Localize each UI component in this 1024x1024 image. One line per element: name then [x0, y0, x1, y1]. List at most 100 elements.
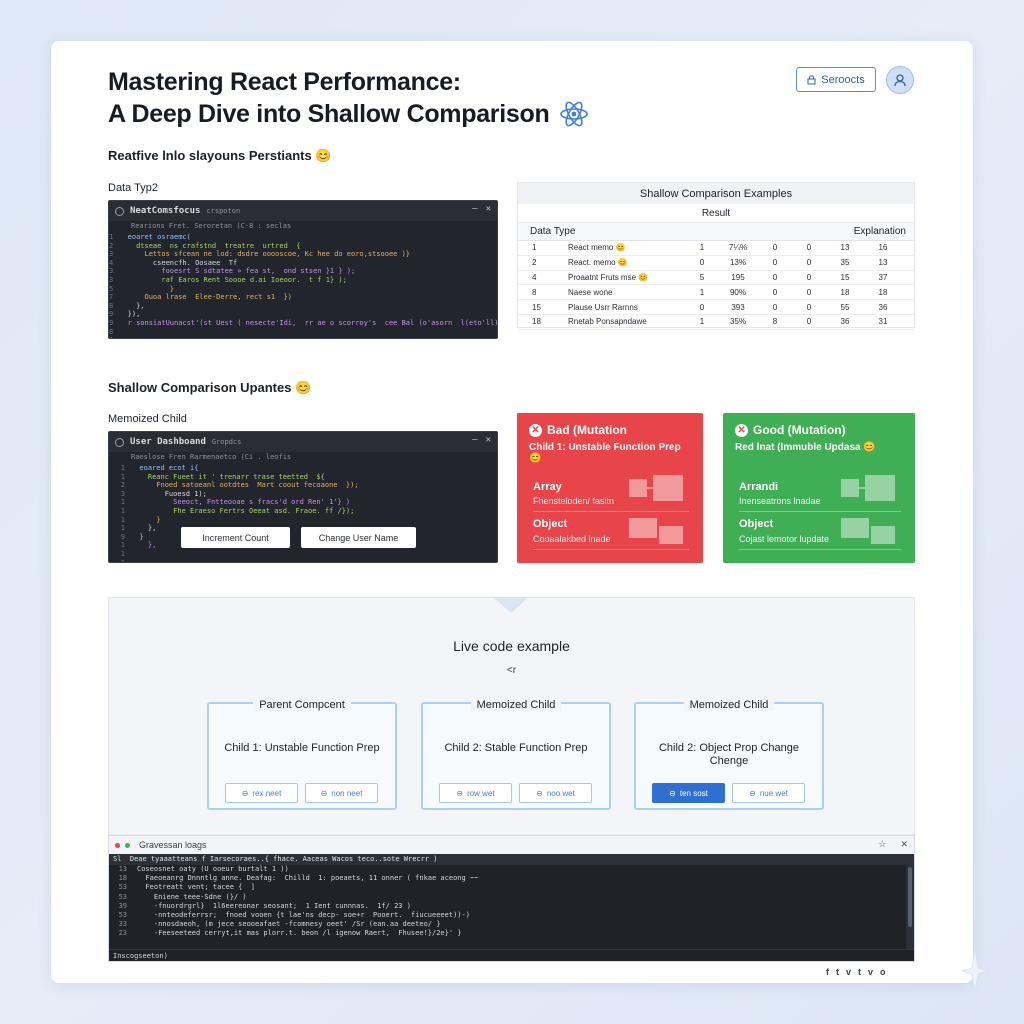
user-icon: [894, 74, 906, 87]
table-cell-c: 0: [772, 302, 778, 312]
window-dot-green[interactable]: [125, 842, 130, 848]
line-number: 9: [109, 310, 114, 319]
react-atom-icon: [560, 101, 589, 127]
line-number: 53: [118, 892, 127, 901]
table-cell-n: 1: [532, 243, 537, 253]
component-button[interactable]: ⊖rex neet: [225, 783, 298, 803]
table-cell-f: 16: [878, 243, 888, 253]
minimize-icon[interactable]: –: [472, 204, 478, 214]
console-command-bar: Sl Deae tyaaatteans f Iarsecoraes..{ fha…: [109, 854, 914, 865]
youtube-icon[interactable]: v: [868, 967, 874, 977]
table-cell-b: 195: [731, 272, 745, 282]
table-cell-a: 0: [699, 302, 705, 312]
code-line: Seeoct, Fntteooae s fracs'd ord Ren' 1'}…: [131, 498, 351, 507]
line-gutter: 1234335789981: [109, 231, 119, 338]
component-button[interactable]: ⊖ten sost: [652, 783, 725, 803]
bad-item-array-desc: Fhensteloden/ fasitn: [533, 496, 615, 506]
table-cell-n: 2: [532, 258, 537, 268]
user-avatar[interactable]: [886, 66, 914, 94]
object-illustration-icon: [841, 518, 895, 544]
close-icon[interactable]: ✕: [900, 839, 908, 849]
twitter-icon[interactable]: t: [836, 967, 839, 977]
section-title-1: Reatfive lnlo slayouns Perstiants 😊: [108, 148, 332, 163]
console-header: Gravessan loags ☆✕: [109, 836, 914, 854]
code-editor-1[interactable]: NeatComsfocus crspoton –✕ Rearions Fret.…: [108, 200, 498, 339]
youtube-icon[interactable]: v: [846, 967, 852, 977]
table-cell-d: 0: [806, 258, 812, 268]
table-cell-d: 0: [806, 287, 812, 297]
line-number: 53: [118, 911, 127, 920]
editor-title-hint: Gropdcs: [211, 438, 242, 446]
table-cell-d: 0: [806, 243, 812, 253]
code-line: }: [131, 532, 144, 541]
editor-header: NeatComsfocus crspoton –✕: [109, 201, 497, 221]
console-log-panel[interactable]: Gravessan loags ☆✕ Sl Deae tyaaatteans f…: [108, 835, 915, 962]
component-button-label: noo wet: [546, 788, 575, 798]
table-cell-b: 90%: [729, 287, 746, 297]
table-cell-a: 1: [699, 287, 705, 297]
error-x-icon: ✕: [529, 423, 542, 437]
line-number: 4: [109, 258, 114, 267]
change-user-name-button[interactable]: Change User Name: [301, 527, 416, 548]
table-cell-f: 36: [878, 302, 888, 312]
code-line: Ouoa lrase Elee-Derre, rect s1 }): [119, 293, 293, 302]
good-item-array: Arrandi: [739, 481, 779, 493]
table-cell-e: 18: [840, 287, 850, 297]
component-button[interactable]: ⊖non neet: [305, 783, 378, 803]
title-line-1: Mastering React Performance:: [108, 68, 461, 96]
line-number: 8: [109, 301, 114, 310]
code-line: Fnoed satoeanl ootdtes Mart coout fecoao…: [131, 481, 359, 490]
line-number: 1: [120, 506, 125, 515]
good-mutation-panel: ✕ Good (Mutation) Red lnat (Immuble Upda…: [723, 413, 915, 563]
table-cell-e: 13: [840, 243, 850, 253]
instagram-icon[interactable]: o: [880, 967, 886, 977]
editor-icon: [115, 206, 124, 216]
close-icon[interactable]: ✕: [485, 204, 491, 214]
pin-icon[interactable]: ☆: [878, 839, 887, 849]
line-number: 9: [120, 532, 125, 541]
component-button[interactable]: ⊖row wet: [439, 783, 512, 803]
table-header-explanation: Explanation: [853, 226, 906, 237]
twitter-icon[interactable]: t: [858, 967, 862, 977]
table-cell-name: Naese wone: [568, 287, 613, 297]
component-button-label: nue wet: [759, 788, 788, 798]
component-button-label: ten sost: [679, 788, 708, 798]
minimize-icon[interactable]: –: [472, 435, 478, 445]
code-line: Fhe Eraeso Fertrs Oeeat asd. Fraoe. ff /…: [131, 506, 355, 515]
panel-pointer: [493, 597, 529, 613]
line-number: 33: [118, 920, 127, 929]
increment-count-button[interactable]: Increment Count: [181, 527, 290, 548]
bad-item-object-desc: Cooaalakbed lnade: [533, 534, 611, 544]
scrollbar[interactable]: [906, 865, 914, 950]
line-number: 3: [109, 267, 114, 276]
component-label: Memoized Child: [423, 695, 609, 713]
bad-title: Bad (Mutation: [547, 423, 627, 437]
close-icon[interactable]: ✕: [485, 435, 491, 445]
facebook-icon[interactable]: f: [826, 967, 829, 977]
code-line: eoaret osraemc(: [119, 233, 191, 241]
divider: [533, 511, 689, 512]
component-body: Child 1: Unstable Function Prep: [224, 742, 380, 754]
line-number: 9: [109, 318, 114, 327]
live-subtitle: <r: [506, 665, 517, 676]
table-cell-c: 0: [772, 243, 778, 253]
table-cell-e: 36: [840, 317, 850, 327]
component-button[interactable]: ⊖noo wet: [519, 783, 592, 803]
line-number: 3: [120, 489, 125, 498]
component-button[interactable]: ⊖nue wet: [732, 783, 805, 803]
search-button[interactable]: Seroocts: [796, 67, 876, 92]
component-label: Memoized Child: [636, 695, 822, 713]
editor-subtitle: Raeslose Fren Rarmenaetco (Ci . leofis: [131, 453, 292, 461]
line-number: 1: [120, 515, 125, 524]
console-line: -Feeseeteed cerryt,it mas plorr.t. beon …: [137, 929, 462, 938]
window-dot-red[interactable]: [115, 842, 120, 848]
table-cell-n: 8: [532, 287, 537, 297]
